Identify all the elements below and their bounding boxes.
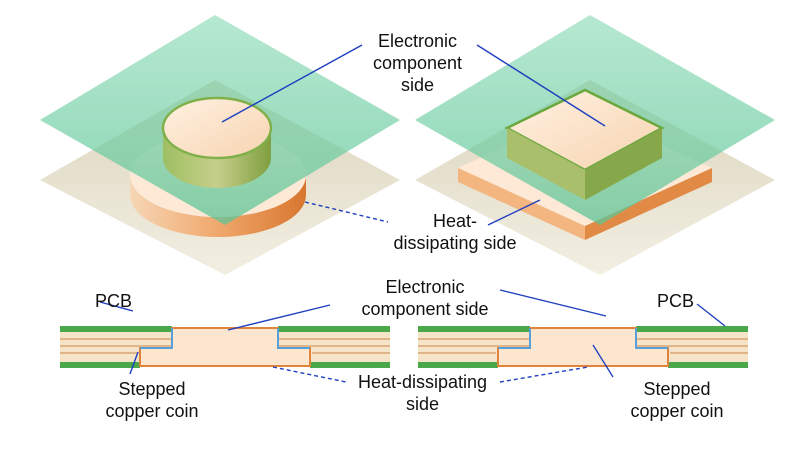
pcb-label-right: PCB xyxy=(657,291,695,311)
top-component-line2: component xyxy=(372,53,463,73)
top-component-line1: Electronic xyxy=(377,31,458,51)
bottom-component-line2: component side xyxy=(361,299,489,319)
coin-base-disc-left xyxy=(130,175,306,237)
round-coin-illustration xyxy=(40,15,400,275)
callout-lines xyxy=(99,44,726,383)
coin-label-right: Stepped copper coin xyxy=(612,378,742,422)
bottom-component-line1: Electronic xyxy=(385,277,465,297)
coin-label-left: Stepped copper coin xyxy=(92,378,212,422)
bottom-heat-line1: Heat-dissipating xyxy=(357,372,488,392)
pcb-label-left: PCB xyxy=(95,291,133,311)
top-component-line3: side xyxy=(400,75,435,95)
top-heat-side-label: Heat- dissipating side xyxy=(385,210,525,254)
bottom-heat-side-label: Heat-dissipating side xyxy=(340,371,505,415)
coin-right-line1: Stepped xyxy=(643,379,711,399)
coin-left-line1: Stepped xyxy=(118,379,186,399)
coin-right-line2: copper coin xyxy=(630,401,724,421)
cross-section-right xyxy=(418,326,748,368)
coin-left-line2: copper coin xyxy=(105,401,199,421)
bottom-heat-line2: side xyxy=(405,394,440,414)
top-heat-line1: Heat- xyxy=(432,211,477,231)
bottom-component-side-label: Electronic component side xyxy=(345,276,505,320)
cross-section-left xyxy=(60,326,390,368)
top-component-side-label: Electronic component side xyxy=(360,30,475,96)
coin-top-face-left xyxy=(161,96,273,160)
top-heat-line2: dissipating side xyxy=(393,233,517,253)
